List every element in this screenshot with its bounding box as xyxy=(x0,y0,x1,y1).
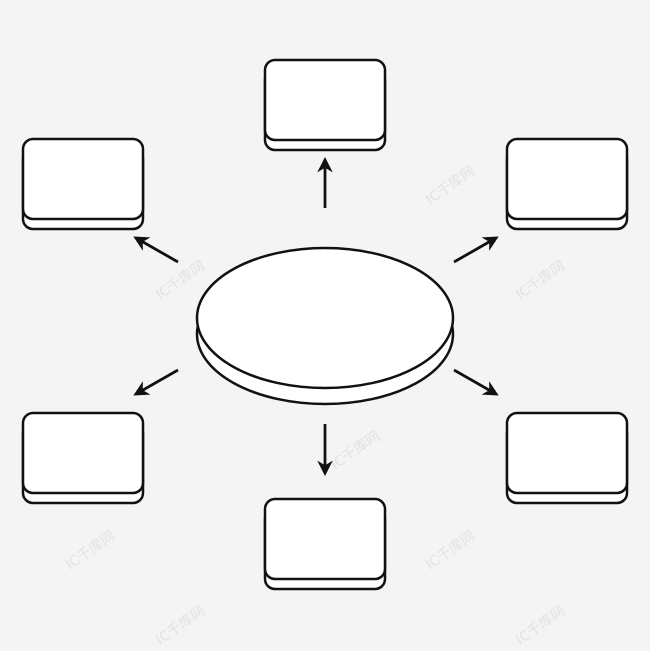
node-lower-left xyxy=(21,411,145,505)
edges xyxy=(133,156,499,477)
watermark-text: IC千库网 xyxy=(153,258,208,303)
arrow-to-upper-right xyxy=(453,236,499,264)
node-lower-right-face xyxy=(505,411,629,495)
center-node xyxy=(195,246,455,406)
watermark-text: IC千库网 xyxy=(513,603,568,648)
node-bottom-face xyxy=(263,497,387,581)
node-upper-right-face xyxy=(505,137,629,221)
watermark-text: IC千库网 xyxy=(423,528,478,573)
node-upper-left xyxy=(21,137,145,231)
node-upper-left-face xyxy=(21,137,145,221)
node-top-face xyxy=(263,58,387,142)
arrow-to-lower-left xyxy=(133,368,179,396)
arrow-to-lower-right xyxy=(453,368,499,396)
node-bottom xyxy=(263,497,387,591)
watermark-text: IC千库网 xyxy=(423,163,478,208)
node-lower-left-face xyxy=(21,411,145,495)
watermark-text: IC千库网 xyxy=(513,258,568,303)
node-top xyxy=(263,58,387,152)
watermark-text: IC千库网 xyxy=(153,603,208,648)
watermark-text: IC千库网 xyxy=(63,528,118,573)
arrow-to-upper-left xyxy=(133,236,179,264)
node-upper-right xyxy=(505,137,629,231)
watermark-text: IC千库网 xyxy=(328,428,383,473)
node-lower-right xyxy=(505,411,629,505)
center-node-top xyxy=(195,246,455,390)
